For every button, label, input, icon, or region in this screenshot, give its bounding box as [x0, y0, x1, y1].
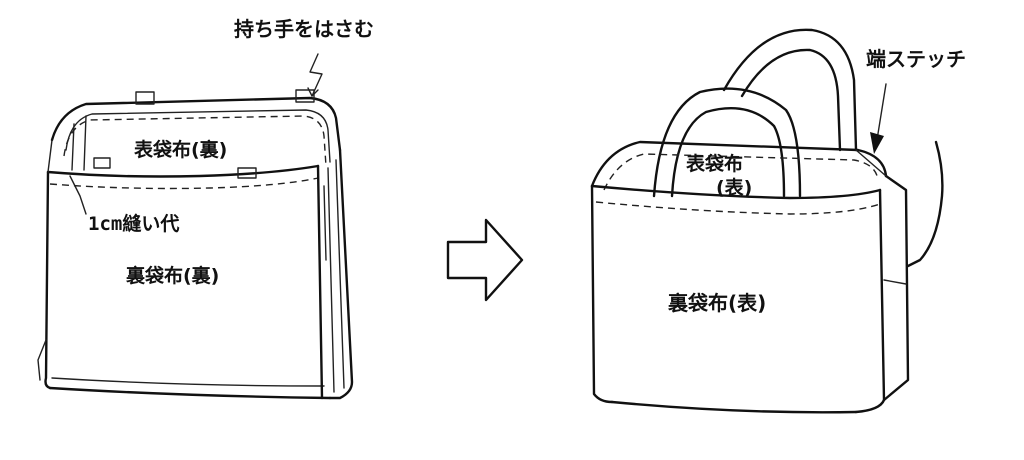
left-bag-right-fold	[324, 186, 326, 260]
label-outer-front-right-2: (表)	[716, 176, 752, 199]
arrow-pointer-icon	[870, 132, 884, 154]
right-bag	[592, 30, 942, 413]
right-bag-right-gusset	[884, 176, 908, 400]
left-bag	[38, 90, 352, 398]
right-bag-front-stitch	[596, 202, 880, 214]
leader-arrowhead	[308, 88, 318, 96]
left-bag-bottom	[50, 388, 330, 398]
right-bag-bottom	[612, 402, 856, 412]
left-bag-inner-fold-2	[84, 116, 86, 170]
left-bag-front-stitch	[50, 178, 318, 189]
right-bag-left-side	[592, 186, 612, 402]
left-bag-right-front	[318, 166, 322, 398]
seam-leader-line-icon	[70, 176, 86, 214]
right-bag-right-front	[856, 190, 884, 412]
handle-tab-front-left	[94, 158, 110, 168]
left-bag-left-flap	[38, 340, 46, 380]
label-hold-handles: 持ち手をはさむ	[234, 17, 374, 41]
label-outer-front-right: 表袋布	[686, 152, 743, 175]
left-bag-bottom-inner	[52, 378, 324, 386]
left-bag-front-top	[48, 166, 318, 177]
side-strap	[908, 142, 942, 266]
label-outer-back-left: 表袋布(裏)	[134, 138, 227, 161]
right-bag-gusset-mark	[884, 280, 906, 284]
left-bag-left-corner	[48, 140, 52, 172]
label-lining-front-right: 裏袋布(表)	[667, 291, 766, 315]
label-edge-stitch: 端ステッチ	[866, 47, 966, 71]
back-handle-inner	[742, 50, 840, 150]
label-seam-allowance: 1cm縫い代	[88, 212, 179, 235]
right-arrow-icon	[448, 220, 522, 300]
left-bag-right-layer-1	[328, 168, 334, 392]
label-lining-back-left: 裏袋布(裏)	[125, 264, 219, 287]
left-bag-left-side	[46, 172, 51, 388]
